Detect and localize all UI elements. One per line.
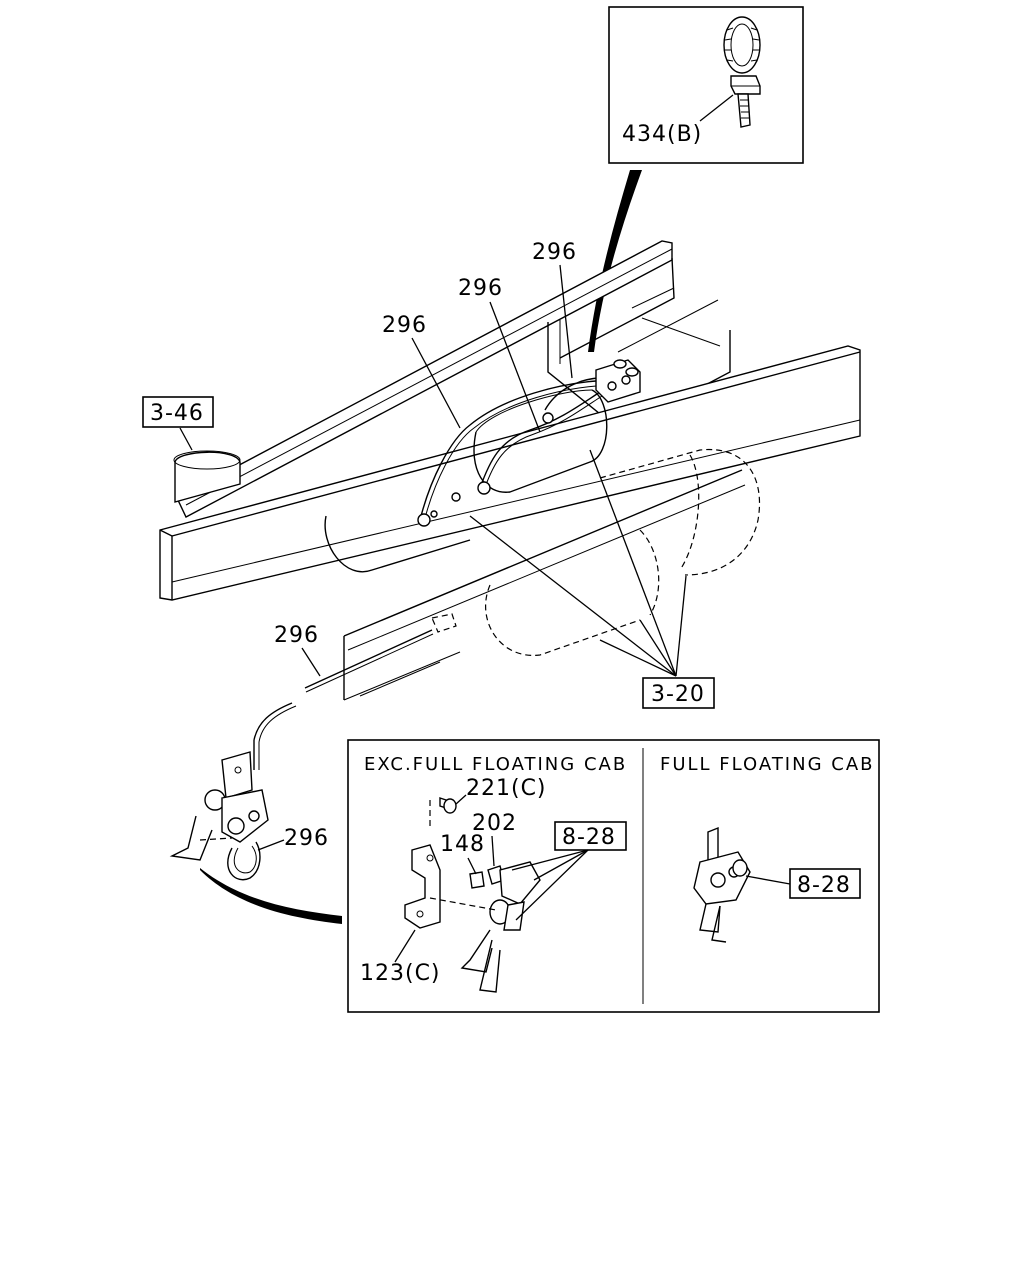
inset-right-drawing: 8-28 <box>693 826 861 943</box>
bracket-123 <box>404 844 441 929</box>
callout-202: 202 <box>472 811 517 836</box>
callout-296-e: 296 <box>284 826 329 851</box>
air-tank-right-lower <box>485 584 641 656</box>
u-hose <box>227 841 261 881</box>
clamp-head <box>730 75 761 95</box>
ref-box-8-28-right <box>789 868 861 899</box>
clamp-detail-frame <box>608 6 804 164</box>
air-tank-upper <box>473 389 608 493</box>
ref-box-3-20 <box>642 677 715 709</box>
callout-8-28-left: 8-28 <box>562 825 616 850</box>
main-callouts: 296 296 296 3-46 3-20 296 296 <box>142 240 715 851</box>
inset-panel: EXC.FULL FLOATING CAB FULL FLOATING CAB … <box>347 739 880 1013</box>
air-tank-right <box>599 448 761 576</box>
inset-left-drawing: 221(C) 123(C) 148 202 8-28 <box>360 776 627 993</box>
callout-3-46: 3-46 <box>150 401 204 426</box>
callout-434b: 434(B) <box>622 122 702 147</box>
callout-296-a: 296 <box>532 240 577 265</box>
callout-296-c: 296 <box>382 313 427 338</box>
air-tank-3-46 <box>174 451 241 503</box>
valve-assembly <box>169 751 269 881</box>
callout-296-d: 296 <box>274 623 319 648</box>
callout-123c: 123(C) <box>360 961 441 986</box>
ref-box-8-28-left <box>554 821 627 851</box>
callout-221c: 221(C) <box>466 776 547 801</box>
detail-pointer-clamp <box>588 170 642 352</box>
air-tank-lower-left <box>324 515 471 573</box>
inset-title-left: EXC.FULL FLOATING CAB <box>364 754 627 775</box>
pipe-upper-2 <box>479 391 601 489</box>
clamp-band <box>723 16 761 74</box>
valve-bracket <box>221 751 253 799</box>
pipe-upper-1 <box>419 379 621 521</box>
pipe-lower <box>304 629 433 689</box>
ref-box-3-46 <box>142 396 214 428</box>
air-tanks <box>173 389 761 656</box>
air-pipes <box>253 359 641 770</box>
callout-296-b: 296 <box>458 276 503 301</box>
clamp-detail: 434(B) <box>608 6 804 164</box>
valve-body <box>221 789 269 843</box>
callout-8-28-right: 8-28 <box>797 873 851 898</box>
front-rail <box>159 345 861 601</box>
detail-pointer-valve <box>200 868 342 924</box>
callout-3-20: 3-20 <box>651 682 705 707</box>
clamp-tail <box>737 93 751 128</box>
chassis-frame <box>159 240 861 701</box>
inset-title-right: FULL FLOATING CAB <box>660 754 874 775</box>
part-148 <box>469 871 485 889</box>
pipe-upper-3 <box>544 377 599 411</box>
callout-148: 148 <box>440 832 485 857</box>
